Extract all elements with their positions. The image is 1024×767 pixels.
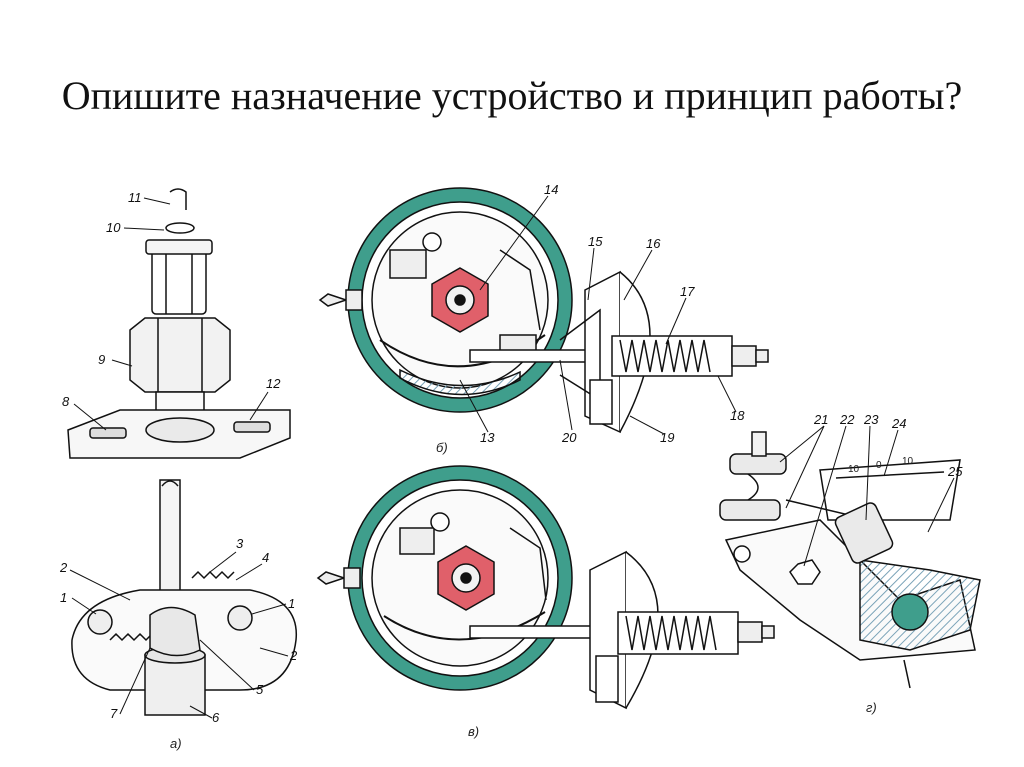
figure-v-labels: в) [468, 724, 479, 739]
scale-tick-0: 0 [876, 460, 882, 471]
callout-8: 8 [62, 394, 70, 409]
figure-a-centrifugal-regulator [67, 188, 298, 716]
callout-1-right: 1 [288, 596, 295, 611]
callout-1-left: 1 [60, 590, 67, 605]
callout-5: 5 [256, 682, 264, 697]
callout-3: 3 [236, 536, 244, 551]
figure-v-vacuum-regulator [316, 465, 775, 710]
callout-7: 7 [110, 706, 118, 721]
callout-20: 20 [561, 430, 577, 445]
figure-a-leaders [69, 197, 289, 719]
callout-2-left: 2 [59, 560, 68, 575]
callout-6: 6 [212, 710, 220, 725]
callout-22: 22 [839, 412, 855, 427]
callout-16: 16 [646, 236, 661, 251]
callout-10: 10 [106, 220, 121, 235]
callout-2-right: 2 [289, 648, 298, 663]
callout-23: 23 [863, 412, 879, 427]
figure-v-caption: в) [468, 724, 479, 739]
callout-13: 13 [480, 430, 495, 445]
callout-25: 25 [947, 464, 963, 479]
callout-14: 14 [544, 182, 558, 197]
figure-b-vacuum-regulator [318, 187, 769, 434]
callout-4: 4 [262, 550, 269, 565]
figure-g-labels: 21 22 23 24 25 10 0 10 г) [813, 412, 963, 715]
callout-19: 19 [660, 430, 674, 445]
scale-tick-plus-10: 10 [902, 456, 914, 467]
figure-b-labels: 14 15 16 17 18 19 20 13 б) [436, 182, 745, 455]
callout-11: 11 [128, 190, 142, 205]
callout-9: 9 [98, 352, 105, 367]
figure-a-labels: 11 10 9 8 12 2 3 4 1 1 2 5 6 7 а) [59, 190, 298, 751]
callout-17: 17 [680, 284, 695, 299]
figure-g-octane-corrector [719, 431, 981, 689]
callout-24: 24 [891, 416, 906, 431]
slide-title: Опишите назначение устройство и принцип … [61, 73, 963, 118]
figure-b-caption: б) [436, 440, 448, 455]
callout-18: 18 [730, 408, 745, 423]
figure-b-leaders [459, 195, 737, 435]
scale-tick-minus-10: 10 [848, 464, 860, 475]
figure-g-caption: г) [866, 700, 877, 715]
callout-12: 12 [266, 376, 281, 391]
callout-21: 21 [813, 412, 828, 427]
figure-g-leaders [779, 425, 955, 567]
figure-a-caption: а) [170, 736, 182, 751]
callout-15: 15 [588, 234, 603, 249]
